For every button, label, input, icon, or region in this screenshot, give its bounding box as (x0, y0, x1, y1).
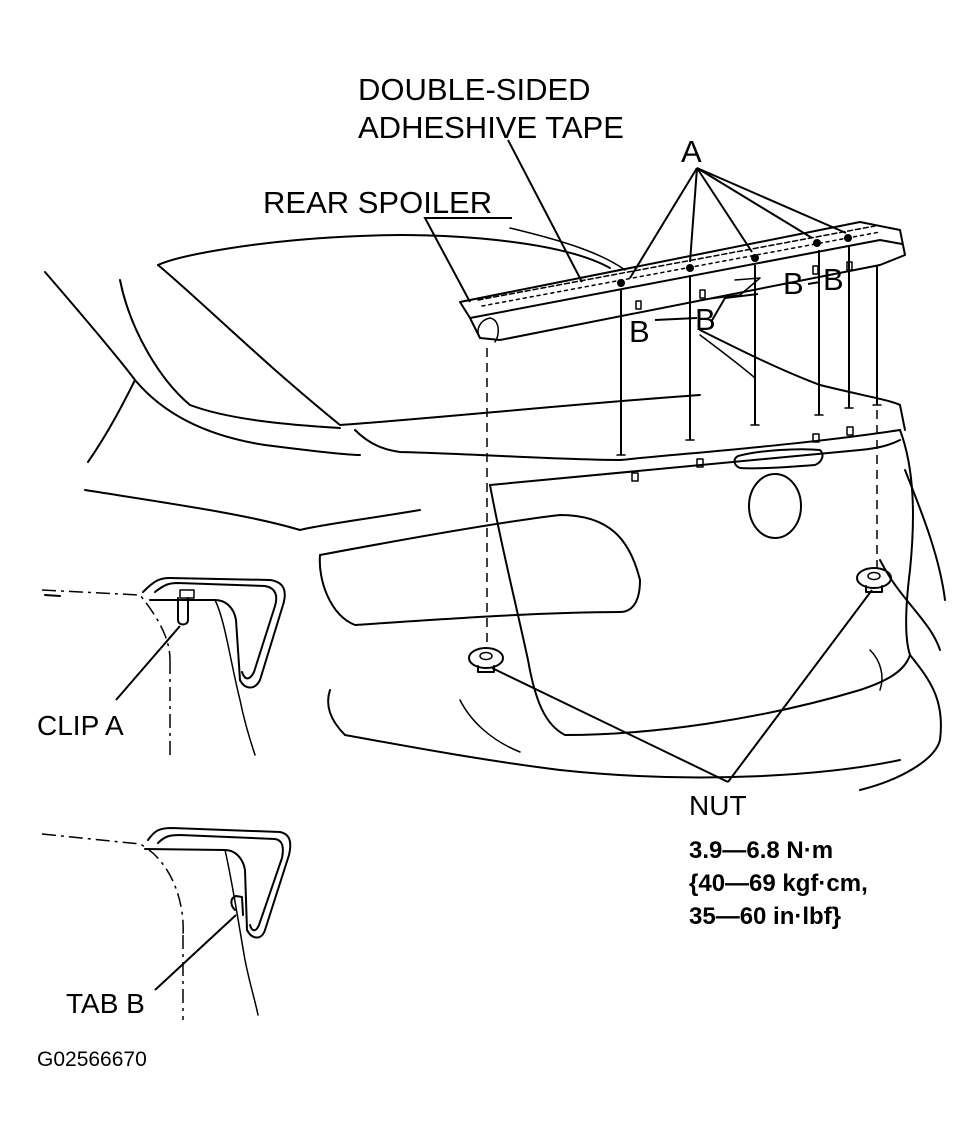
nut-right (856, 567, 892, 593)
detail-clip-a (41, 577, 286, 756)
clip-a-label: CLIP A (37, 710, 124, 741)
a-label: A (681, 134, 702, 169)
vehicle-rear-body (44, 227, 946, 791)
b-label-1: B (629, 314, 650, 349)
b-label-4: B (823, 262, 844, 297)
nut-left (468, 647, 504, 673)
torque-spec-line1: 3.9—6.8 N·m (689, 837, 833, 864)
clip-a-markers (617, 234, 852, 287)
leader-lines (423, 139, 873, 783)
b-label-3: B (783, 266, 804, 301)
nut-label: NUT (689, 790, 747, 821)
tab-b-label: TAB B (66, 988, 145, 1019)
tape-label-line1: DOUBLE-SIDED (358, 72, 591, 107)
b-label-2: B (695, 302, 716, 337)
torque-spec-line3: 35—60 in·lbf} (689, 903, 841, 930)
tape-label-line2: ADHESHIVE TAPE (358, 110, 624, 145)
rear-spoiler (459, 221, 906, 343)
torque-spec-line2: {40—69 kgf·cm, (689, 870, 868, 897)
detail-tab-b (41, 827, 292, 1020)
figure-code: G02566670 (37, 1048, 147, 1071)
alignment-lines (486, 245, 882, 648)
rear-spoiler-label: REAR SPOILER (263, 185, 492, 220)
